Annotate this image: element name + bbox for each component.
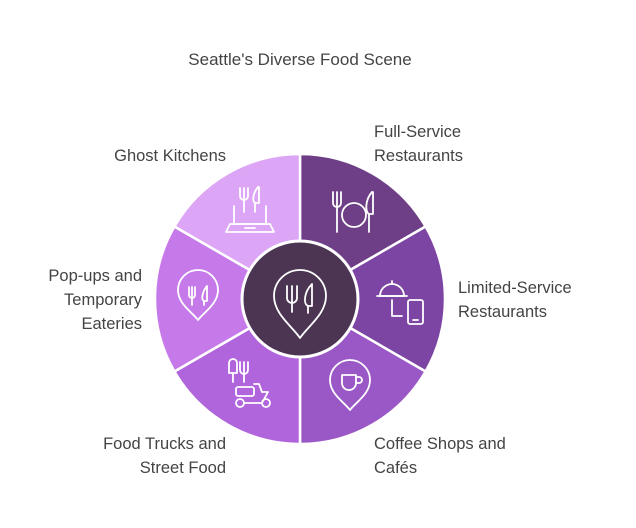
pin-cutlery-icon bbox=[273, 269, 327, 339]
cloche-phone-icon bbox=[376, 280, 424, 325]
label-coffee-shops-cafes: Coffee Shops and Cafés bbox=[374, 435, 506, 477]
plate-cutlery-icon bbox=[332, 191, 374, 233]
location-pin-icon bbox=[177, 269, 219, 321]
laptop-cutlery-icon bbox=[225, 186, 275, 233]
scooter-delivery-icon bbox=[228, 358, 271, 408]
label-full-service-restaurants: Full-Service Restaurants bbox=[374, 123, 463, 165]
center-hub bbox=[240, 239, 360, 359]
diagram-title: Seattle's Diverse Food Scene bbox=[188, 50, 412, 69]
label-pop-ups-temporary-eateries: Pop-ups and Temporary Eateries bbox=[48, 267, 142, 333]
label-ghost-kitchens: Ghost Kitchens bbox=[114, 147, 226, 165]
coffee-cup-icon bbox=[329, 359, 371, 411]
label-limited-service-restaurants: Limited-Service Restaurants bbox=[458, 279, 572, 321]
label-food-trucks-street-food: Food Trucks and Street Food bbox=[103, 435, 226, 477]
